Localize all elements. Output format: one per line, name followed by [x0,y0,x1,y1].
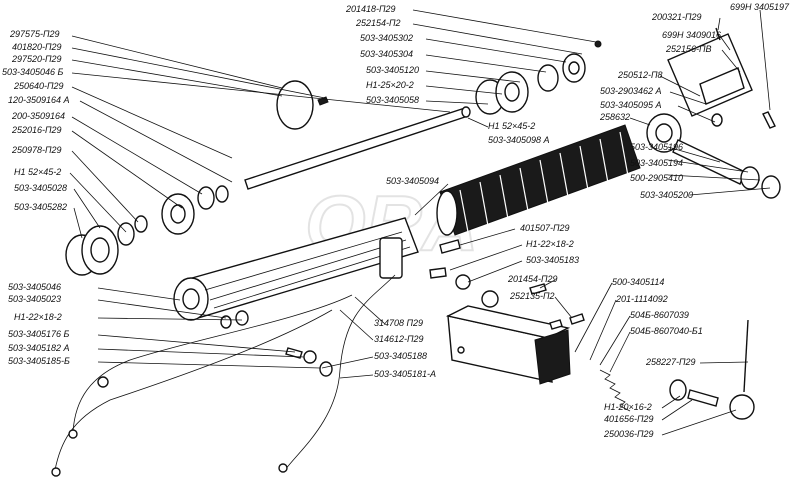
label-503-3405200: 503-3405200 [640,190,693,200]
label-201418-p29: 201418-П29 [345,4,396,14]
label-250978-p29: 250978-П29 [11,145,62,155]
label-503-3405098a: 503-3405098 А [488,135,550,145]
label-200-3509164: 200-3509164 [11,111,65,121]
label-n1-22x18-2-right: Н1-22×18-2 [526,239,574,249]
label-252156-pv: 252156-ПВ [665,44,712,54]
ball-joint-end [646,113,781,199]
label-503-3405304: 503-3405304 [360,49,413,59]
piston-seal-stack [65,185,229,276]
label-500-3405114: 500-3405114 [612,277,664,287]
valve-block [445,305,571,385]
label-504b-8607040-b1: 504Б-8607040-Б1 [630,326,703,336]
label-252135-p2: 252135-П2 [509,291,555,301]
part-number-labels: 297575-П29 401820-П29 297520-П29 503-340… [2,2,790,439]
label-699n-3409016: 699Н 3409016 [662,30,721,40]
label-503-3405194: 503-3405194 [630,158,683,168]
label-503-3405094: 503-3405094 [386,176,439,186]
label-503-3405046: 503-3405046 [8,282,61,292]
label-503-3405196: 503-3405196 [630,142,683,152]
label-n1-25x20-2: Н1-25×20-2 [366,80,414,90]
label-503-3405185b: 503-3405185-Б [8,356,70,366]
label-n1-52x45-2-left: Н1 52×45-2 [14,167,61,177]
label-314708-p29: 314708 П29 [374,318,423,328]
spring-and-cap [599,319,755,420]
piston-rod [244,106,471,190]
label-314612-p29: 314612-П29 [374,334,424,344]
label-503-3405023: 503-3405023 [8,294,61,304]
label-297520-p29: 297520-П29 [11,54,62,64]
label-503-3405095a: 503-3405095 А [600,100,662,110]
label-504b-8607039: 504Б-8607039 [630,310,689,320]
power-cylinder-body [173,217,419,321]
label-503-3405182a: 503-3405182 А [8,343,70,353]
bracket-plate [667,27,776,129]
label-250036-p29: 250036-П29 [603,429,654,439]
label-n1-52x45-2-right: Н1 52×45-2 [488,121,535,131]
label-250640-p29: 250640-П29 [13,81,64,91]
bellows-boot [436,124,641,236]
label-503-3405058: 503-3405058 [366,95,419,105]
label-401656-p29: 401656-П29 [604,414,654,424]
label-503-3405028: 503-3405028 [14,183,67,193]
label-503-3405188: 503-3405188 [374,351,427,361]
leader-lines [69,9,771,436]
label-500-2905410: 500-2905410 [630,173,683,183]
hydraulic-lines [51,239,585,477]
label-200321-p29: 200321-П29 [651,12,702,22]
label-201454-p29: 201454-П29 [507,274,558,284]
label-252154-p2: 252154-П2 [355,18,401,28]
label-258227-p29: 258227-П29 [645,357,696,367]
label-252016-p29: 252016-П29 [11,125,62,135]
label-503-3405046b: 503-3405046 Б [2,67,64,77]
label-401507-p29: 401507-П29 [520,223,570,233]
label-297575-p29: 297575-П29 [9,29,60,39]
snap-ring [276,80,329,130]
gland-head [475,40,602,115]
label-503-3405183: 503-3405183 [526,255,579,265]
label-699n-3405197: 699Н 3405197 [730,2,790,12]
label-n1-20x16-2: Н1-20×16-2 [604,402,652,412]
label-250512-p8: 250512-П8 [617,70,663,80]
label-503-3405120: 503-3405120 [366,65,419,75]
label-201-1114092: 201-1114092 [615,294,668,304]
label-503-3405176b: 503-3405176 Б [8,329,70,339]
label-503-3405302: 503-3405302 [360,33,413,43]
label-401820-p29: 401820-П29 [12,42,62,52]
label-n1-22x18-2-left: Н1-22×18-2 [14,312,62,322]
label-503-3405181a: 503-3405181-А [374,369,436,379]
label-120-3509164a: 120-3509164 А [8,95,70,105]
label-258632: 258632 [599,112,630,122]
label-503-2903462a: 503-2903462 А [600,86,662,96]
label-503-3405282: 503-3405282 [14,202,67,212]
